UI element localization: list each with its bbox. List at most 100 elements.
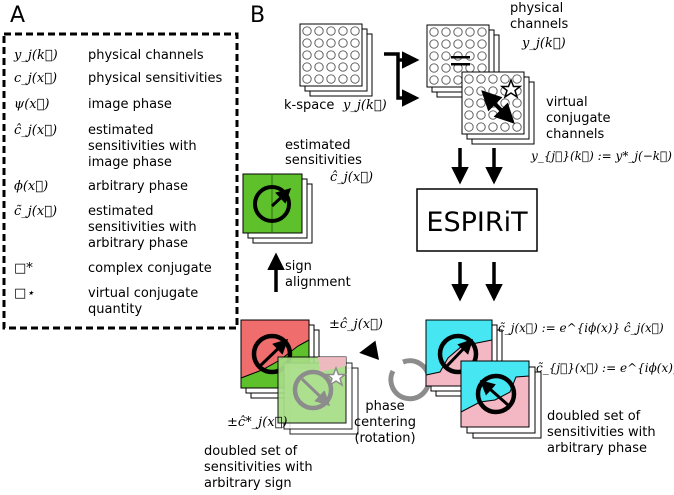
phase-arrow bbox=[443, 338, 474, 370]
pm-c-hat-conj: ±ĉ*_j(x⃗) bbox=[227, 415, 287, 430]
kspace-symbol: y_j(k⃗) bbox=[342, 98, 387, 113]
sample-point bbox=[326, 38, 336, 48]
physical-channels-label: channels bbox=[510, 17, 568, 32]
sample-point bbox=[500, 122, 510, 132]
sign-alignment-label: sign bbox=[285, 259, 312, 274]
legend-symbol: ĉ_j(x⃗) bbox=[14, 123, 57, 138]
sample-point bbox=[350, 50, 360, 60]
sample-point bbox=[302, 38, 312, 48]
espirit-box bbox=[416, 188, 538, 252]
sample-point bbox=[338, 38, 348, 48]
panel-b-letter: B bbox=[250, 3, 265, 28]
espirit-label: ESPIRiT bbox=[426, 207, 528, 238]
legend-description: estimated bbox=[88, 123, 153, 138]
sample-point bbox=[512, 122, 522, 132]
sample-point bbox=[350, 38, 360, 48]
legend-description: physical sensitivities bbox=[88, 71, 223, 86]
sample-point bbox=[314, 74, 324, 84]
sample-point bbox=[338, 50, 348, 60]
branch-arrows bbox=[384, 51, 420, 107]
sample-point bbox=[302, 26, 312, 36]
double-arrow bbox=[481, 90, 515, 124]
legend-description: arbitrary phase bbox=[88, 236, 188, 251]
estimated-label: sensitivities bbox=[285, 153, 362, 168]
sample-point bbox=[338, 74, 348, 84]
sample-point bbox=[453, 39, 463, 49]
virtual-channels-equation: y_{j⋆}(k⃗) := y*_j(−k⃗) bbox=[530, 149, 672, 163]
kspace-label: k-space bbox=[284, 98, 334, 113]
equals-bar bbox=[451, 56, 470, 59]
c-tilde-star-equation: c̃_{j⋆}(x⃗) := e^{iϕ(x)} ĉ_{j⋆}(x⃗) bbox=[536, 361, 674, 375]
rotation-arc bbox=[388, 358, 432, 402]
sample-point bbox=[441, 63, 451, 73]
legend-description: virtual conjugate bbox=[88, 286, 198, 301]
sample-point bbox=[476, 110, 486, 120]
sample-point bbox=[314, 50, 324, 60]
virtual-channels-label: virtual bbox=[546, 95, 588, 110]
arbitrary-sign-stack bbox=[240, 319, 359, 435]
legend-symbol: ϕ(x⃗) bbox=[14, 179, 48, 194]
doubled-phase-label: sensitivities with bbox=[547, 425, 656, 440]
sample-point bbox=[465, 27, 475, 37]
sample-point bbox=[326, 26, 336, 36]
sensitivity-circle bbox=[437, 333, 479, 375]
sample-point bbox=[453, 75, 463, 85]
sample-point bbox=[500, 74, 510, 84]
conjugate-circle bbox=[292, 369, 334, 411]
sample-point bbox=[338, 62, 348, 72]
sample-point bbox=[500, 98, 510, 108]
sample-point bbox=[464, 98, 474, 108]
virtual-channels-label: conjugate bbox=[546, 111, 611, 126]
sample-point bbox=[512, 110, 522, 120]
sample-point bbox=[429, 27, 439, 37]
sample-point bbox=[350, 26, 360, 36]
sensitivity-circle bbox=[253, 185, 291, 223]
sample-point bbox=[464, 110, 474, 120]
sample-point bbox=[441, 39, 451, 49]
sample-point bbox=[488, 122, 498, 132]
sensitivity-circle bbox=[251, 333, 293, 375]
sample-point bbox=[512, 74, 522, 84]
phase-centering-label: (rotation) bbox=[354, 431, 415, 446]
sensitivity-circle bbox=[475, 373, 517, 415]
arrow-to-virtual bbox=[384, 52, 420, 107]
legend-rows: y_j(k⃗) physical channels c_j(x⃗) physic… bbox=[13, 48, 223, 317]
equals-bar bbox=[451, 63, 470, 66]
phase-arrow bbox=[479, 380, 509, 407]
sample-point bbox=[338, 26, 348, 36]
physical-channels-label: physical bbox=[510, 1, 563, 16]
sample-point bbox=[488, 110, 498, 120]
legend-symbol: c̃_j(x⃗) bbox=[14, 204, 57, 219]
sample-point bbox=[488, 86, 498, 96]
sample-point bbox=[429, 75, 439, 85]
rotation-arrowhead bbox=[359, 340, 380, 360]
legend-symbol: y_j(k⃗) bbox=[13, 48, 58, 63]
sample-point bbox=[488, 74, 498, 84]
sample-point bbox=[476, 98, 486, 108]
legend-description: quantity bbox=[88, 302, 143, 317]
panel-a-letter: A bbox=[10, 3, 25, 28]
doubled-sign-label: doubled set of bbox=[204, 444, 298, 459]
kspace-stack bbox=[299, 23, 373, 97]
phase-arrow bbox=[258, 338, 289, 368]
arbitrary-phase-stack bbox=[425, 319, 542, 439]
sample-point bbox=[302, 62, 312, 72]
sample-point bbox=[512, 98, 522, 108]
sample-grid bbox=[302, 26, 360, 84]
pm-c-hat: ±ĉ_j(x⃗) bbox=[329, 317, 383, 332]
sample-point bbox=[465, 39, 475, 49]
legend-box bbox=[2, 32, 239, 330]
legend-symbol: c_j(x⃗) bbox=[14, 71, 57, 86]
legend-description: image phase bbox=[88, 155, 172, 170]
sample-point bbox=[464, 122, 474, 132]
sample-point bbox=[314, 26, 324, 36]
legend-description: sensitivities with bbox=[88, 139, 197, 154]
sample-point bbox=[326, 50, 336, 60]
sample-point bbox=[302, 50, 312, 60]
conjugate-arrow bbox=[300, 377, 331, 407]
sample-point bbox=[441, 27, 451, 37]
legend-description: complex conjugate bbox=[88, 261, 212, 276]
legend-symbol: ψ(x⃗) bbox=[14, 97, 49, 112]
sample-point bbox=[302, 74, 312, 84]
sample-point bbox=[476, 74, 486, 84]
